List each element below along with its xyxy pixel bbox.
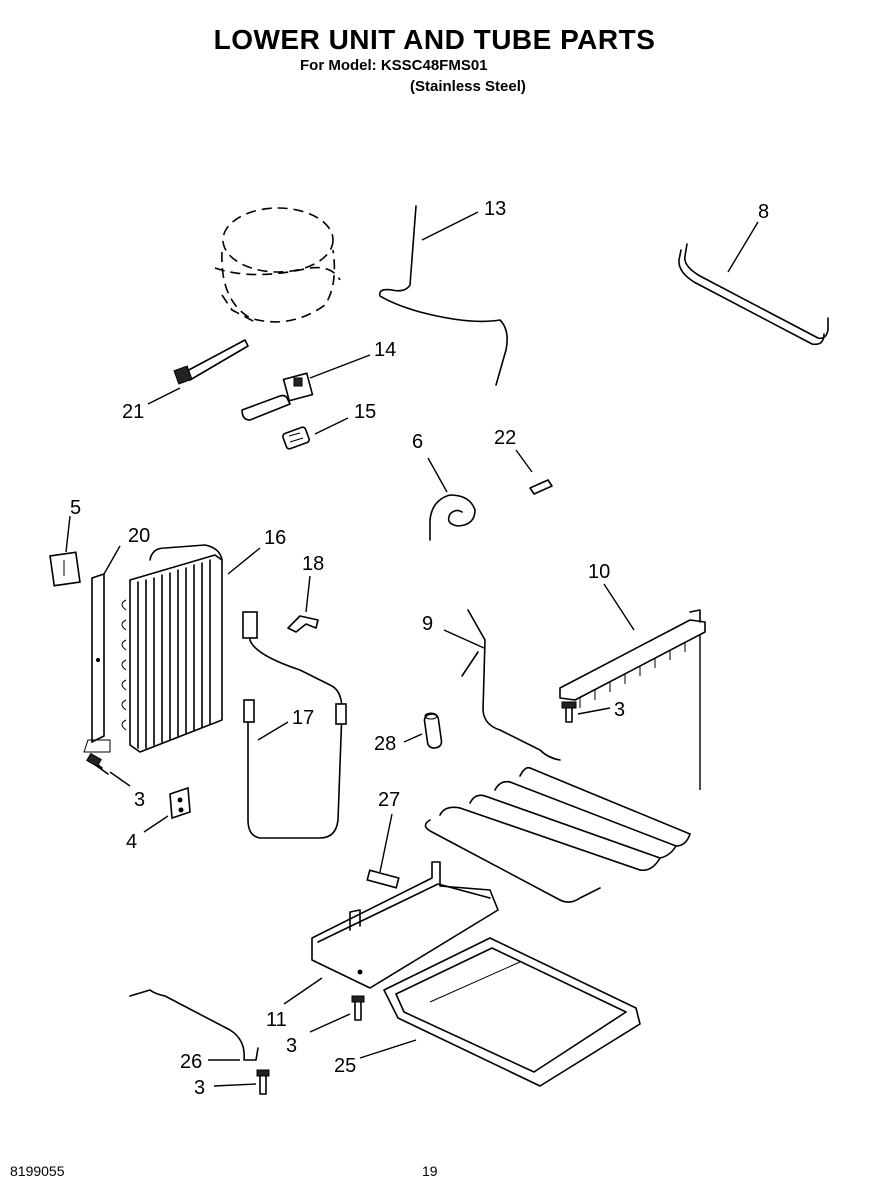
part-9-drain-heater <box>424 609 691 903</box>
part-14-connector <box>241 372 314 421</box>
part-6-coil <box>429 494 476 541</box>
part-4-bracket <box>169 786 191 820</box>
part-16-evaporator <box>121 544 223 753</box>
callout-17: 17 <box>292 707 314 729</box>
variant-label: (Stainless Steel) <box>410 78 526 95</box>
part-8-tube <box>678 243 829 346</box>
callout-10: 10 <box>588 561 610 583</box>
part-28-tube <box>423 712 443 749</box>
part-15-clip <box>282 426 310 450</box>
model-label: For Model: KSSC48FMS01 <box>300 57 488 74</box>
callout-3-a: 3 <box>614 699 625 721</box>
callout-9: 9 <box>422 613 433 635</box>
document-number: 8199055 <box>10 1163 65 1179</box>
callout-15: 15 <box>354 401 376 423</box>
callout-28: 28 <box>374 733 396 755</box>
callout-21: 21 <box>122 401 144 423</box>
part-18-clip <box>287 615 319 633</box>
callout-8: 8 <box>758 201 769 223</box>
callout-27: 27 <box>378 789 400 811</box>
screw-3-d <box>256 1069 270 1095</box>
part-20-bracket <box>83 572 111 753</box>
page-number: 19 <box>422 1163 438 1179</box>
leader-lines <box>65 211 759 1087</box>
callout-13: 13 <box>484 198 506 220</box>
callout-3-b: 3 <box>134 789 145 811</box>
part-22-clip <box>529 479 553 495</box>
compressor-outline <box>214 207 341 323</box>
callout-26: 26 <box>180 1051 202 1073</box>
part-21-strap <box>173 339 249 385</box>
part-10-bracket <box>559 609 706 790</box>
callout-3-d: 3 <box>194 1077 205 1099</box>
callout-18: 18 <box>302 553 324 575</box>
page-title: LOWER UNIT AND TUBE PARTS <box>213 24 656 55</box>
callout-6: 6 <box>412 431 423 453</box>
screw-3-b <box>86 752 109 775</box>
callout-11: 11 <box>266 1009 287 1031</box>
part-17-heater <box>242 611 347 839</box>
screw-3-a <box>561 701 577 723</box>
part-13-tube <box>378 205 508 386</box>
callout-4: 4 <box>126 831 137 853</box>
part-27-clip <box>366 869 400 889</box>
part-5-label <box>49 551 81 587</box>
callout-22: 22 <box>494 427 516 449</box>
callout-20: 20 <box>128 525 150 547</box>
screw-3-c <box>351 995 365 1021</box>
callout-3-c: 3 <box>286 1035 297 1057</box>
callout-14: 14 <box>374 339 396 361</box>
part-25-pan <box>383 937 641 1087</box>
part-11-tray <box>311 861 499 989</box>
callout-16: 16 <box>264 527 286 549</box>
part-26-rod <box>129 989 259 1061</box>
callout-numbers: 13 8 14 21 15 6 22 5 20 16 18 10 9 3 17 … <box>70 198 769 1099</box>
callout-5: 5 <box>70 497 81 519</box>
callout-25: 25 <box>334 1055 356 1077</box>
